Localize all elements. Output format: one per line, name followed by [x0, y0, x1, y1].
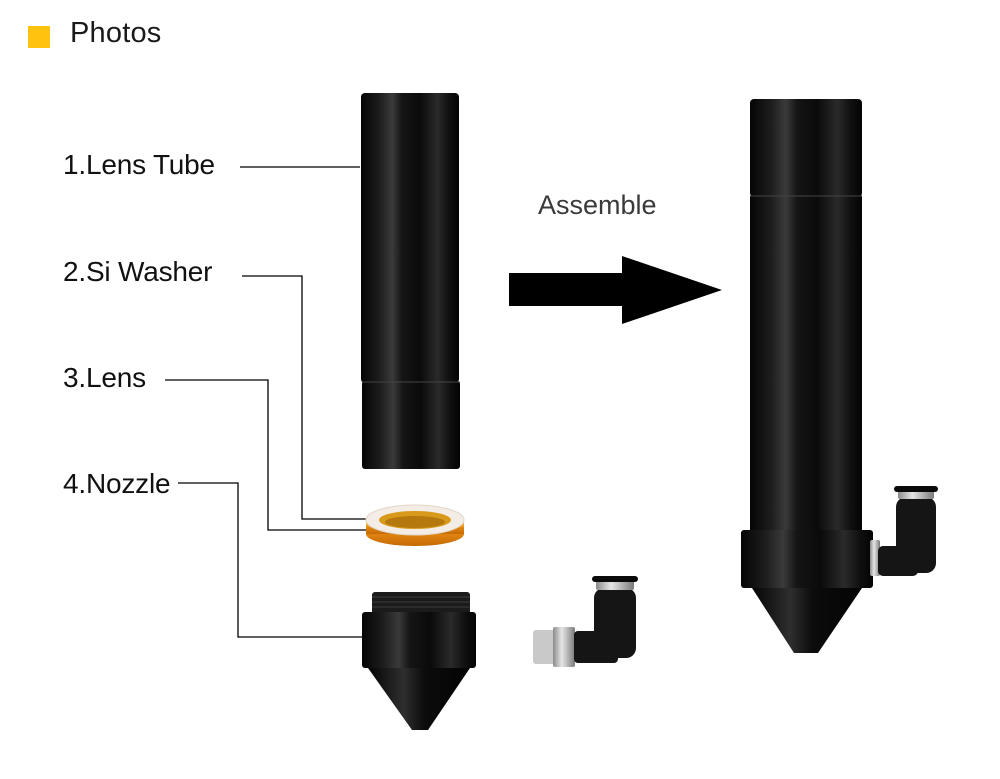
leader-line-si-washer: [242, 275, 370, 520]
lens-washer-image: [365, 504, 465, 546]
lens-tube-image: [361, 93, 460, 469]
label-nozzle: 4.Nozzle: [63, 468, 171, 499]
label-si-washer: 2.Si Washer: [63, 256, 213, 287]
section-title: Photos: [70, 17, 162, 49]
section-marker-square: [28, 26, 50, 48]
label-lens: 3.Lens: [63, 362, 146, 393]
leader-line-nozzle: [178, 482, 363, 638]
leader-lines: [165, 166, 370, 638]
label-lens-tube: 1.Lens Tube: [63, 149, 215, 180]
assembled-unit-image: [741, 99, 938, 653]
air-fitting-image: [533, 576, 638, 667]
nozzle-image: [362, 592, 476, 730]
arrow-right-icon: [509, 256, 722, 324]
assemble-label: Assemble: [538, 190, 657, 220]
leader-line-lens: [165, 379, 368, 531]
